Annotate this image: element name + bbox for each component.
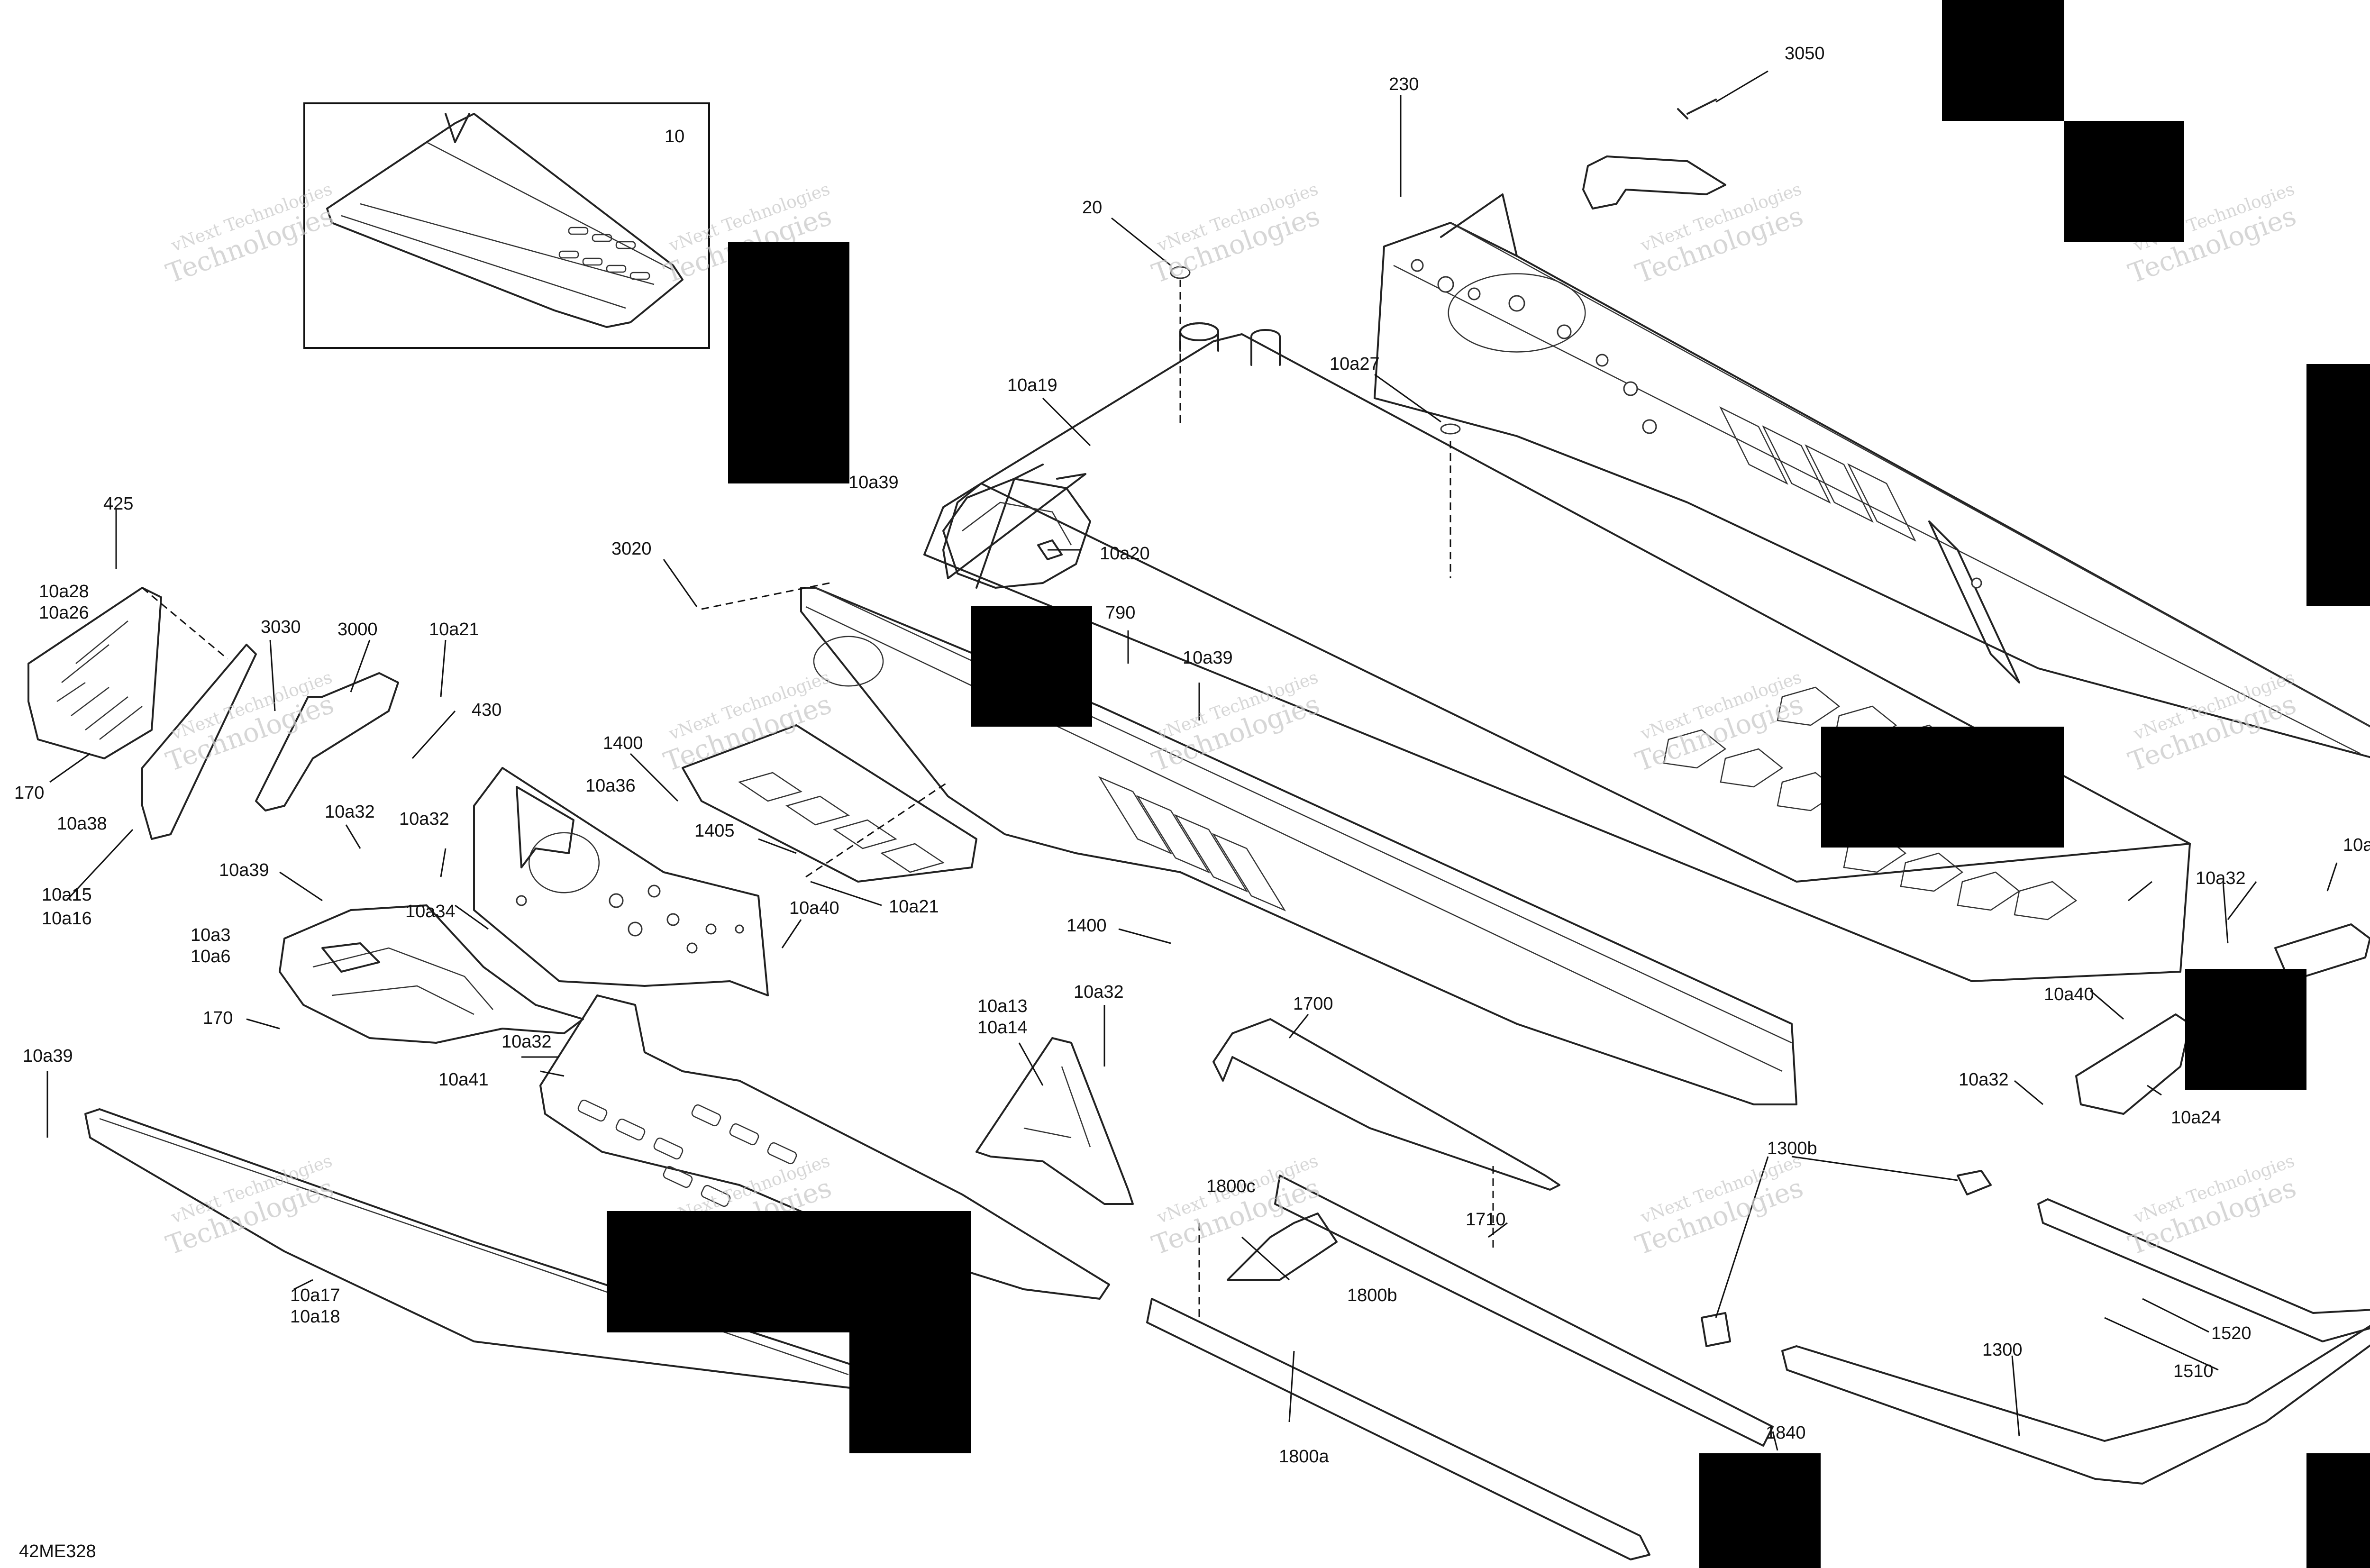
callout-1710: 1710 (1466, 1210, 1506, 1230)
inset-overview: 10 (303, 102, 710, 349)
callout-10a32-c: 10a32 (501, 1032, 552, 1052)
callout-10a38: 10a38 (57, 814, 107, 834)
callout-10a19: 10a19 (1007, 375, 1057, 395)
callout-3050: 3050 (1785, 44, 1825, 64)
callout-10a13: 10a13 (977, 996, 1028, 1016)
callout-10a40-right: 10a40 (2343, 835, 2370, 855)
callout-20: 20 (1082, 198, 1102, 218)
leader-lines (46, 70, 2338, 1451)
triangle-bracket (975, 1037, 1134, 1205)
tunnel-assembly (923, 266, 2191, 982)
callout-1800a: 1800a (1279, 1447, 1330, 1467)
callout-10a40-right2: 10a40 (2044, 985, 2094, 1004)
callout-10a32-b: 10a32 (399, 809, 449, 829)
callout-1520: 1520 (2211, 1323, 2252, 1343)
front-bulkhead (942, 478, 1091, 589)
callout-3030: 3030 (261, 617, 301, 637)
callout-3000: 3000 (337, 620, 378, 639)
callout-1800c: 1800c (1206, 1176, 1256, 1196)
redaction-blocks (607, 0, 2370, 1568)
callout-10a40-mid: 10a40 (789, 898, 839, 918)
callout-230: 230 (1389, 74, 1419, 94)
callout-790: 790 (1105, 603, 1135, 623)
callout-1510: 1510 (2173, 1361, 2214, 1381)
bracket-3050 (1582, 99, 1726, 210)
callout-10a14: 10a14 (977, 1018, 1028, 1038)
callout-1800b: 1800b (1347, 1285, 1397, 1305)
callout-1400-b: 1400 (1066, 916, 1107, 936)
callout-10a6: 10a6 (191, 947, 231, 966)
right-side-rail (1374, 193, 2370, 758)
left-side-rail (800, 587, 1797, 1105)
cross-plate (682, 724, 977, 883)
callout-10a18: 10a18 (290, 1307, 340, 1327)
callout-10a32-right: 10a32 (2196, 868, 2246, 888)
callout-labels: 230 3050 20 10a19 10a27 425 10a28 10a26 … (14, 44, 2370, 1561)
callout-10a21-top: 10a21 (429, 620, 479, 639)
lower-rails (84, 923, 2370, 1560)
left-brackets (27, 587, 399, 840)
callout-10a20: 10a20 (1100, 544, 1150, 564)
callout-10a32-right2: 10a32 (1959, 1070, 2009, 1090)
callout-10a3: 10a3 (191, 925, 231, 945)
callout-10a15: 10a15 (42, 885, 92, 905)
callout-1300: 1300 (1982, 1340, 2023, 1360)
callout-10a24: 10a24 (2171, 1108, 2221, 1128)
callout-10a39-mid: 10a39 (1183, 648, 1233, 668)
callout-1840: 1840 (1766, 1423, 1806, 1443)
callout-10a17: 10a17 (290, 1285, 340, 1305)
callout-10a28: 10a28 (39, 582, 89, 602)
callout-10a26: 10a26 (39, 603, 89, 623)
callout-170-top: 170 (14, 783, 44, 803)
callout-1405: 1405 (694, 821, 735, 841)
inset-label: 10 (665, 127, 684, 146)
callout-10a39-top: 10a39 (848, 473, 899, 492)
callout-170-mid: 170 (203, 1008, 233, 1028)
callout-10a39-bottom: 10a39 (23, 1046, 73, 1066)
callout-10a36: 10a36 (585, 776, 636, 796)
diagram-id: 42ME328 (19, 1541, 96, 1561)
callout-10a27: 10a27 (1330, 354, 1380, 374)
callout-1400-a: 1400 (603, 733, 643, 753)
mid-bulkhead (473, 767, 769, 996)
step-plate (539, 994, 1110, 1300)
callout-10a32-a: 10a32 (325, 802, 375, 822)
callout-1300b: 1300b (1767, 1139, 1817, 1158)
callout-3020: 3020 (611, 539, 652, 559)
front-plate (279, 904, 584, 1044)
callout-10a16: 10a16 (42, 909, 92, 929)
callout-10a41: 10a41 (438, 1070, 489, 1090)
callout-430: 430 (472, 700, 501, 720)
callout-1700: 1700 (1293, 994, 1333, 1014)
callout-425: 425 (103, 494, 133, 514)
callout-10a34: 10a34 (405, 902, 456, 921)
callout-10a21-mid: 10a21 (889, 897, 939, 917)
callout-10a39-left: 10a39 (219, 860, 269, 880)
callout-10a32-d: 10a32 (1074, 982, 1124, 1002)
